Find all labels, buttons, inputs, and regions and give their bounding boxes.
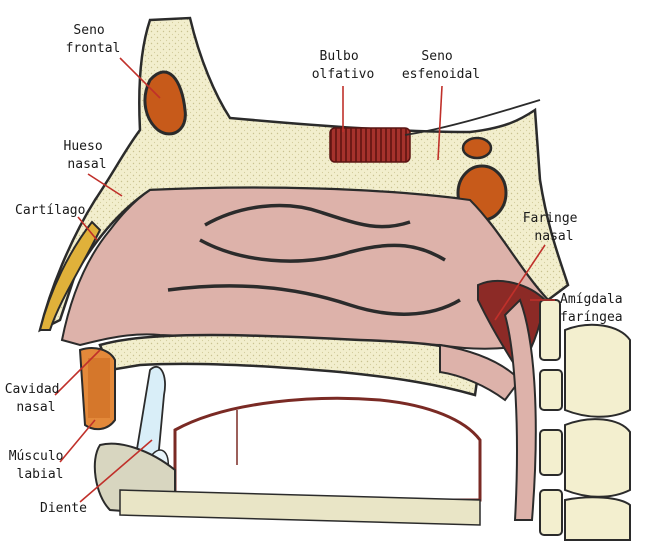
label-amigdala-faringea: Amígdala faríngea	[560, 292, 630, 325]
vertebra-4	[565, 497, 630, 540]
sphenoidal-sinus-upper	[463, 138, 491, 158]
label-diente: Diente	[40, 501, 87, 516]
labial-muscle-fibers	[88, 358, 110, 418]
vertebra-2	[565, 325, 630, 417]
label-bulbo-olfativo: Bulbo olfativo	[312, 49, 375, 82]
label-seno-frontal: Seno frontal	[66, 23, 121, 56]
vertebra-left-1	[540, 370, 562, 410]
label-musculo-labial: Músculo labial	[9, 449, 72, 482]
vertebra-1	[540, 300, 560, 360]
label-seno-esfenoidal: Seno esfenoidal	[402, 49, 480, 82]
tongue	[175, 398, 480, 500]
cervical-vertebrae	[540, 300, 630, 540]
label-cavidad-nasal: Cavidad nasal	[5, 382, 68, 415]
label-cartilago: Cartílago	[15, 203, 85, 218]
vertebra-3	[565, 419, 630, 497]
olfactory-bulb	[330, 128, 410, 162]
vertebra-left-3	[540, 490, 562, 535]
vertebra-left-2	[540, 430, 562, 475]
label-hueso-nasal: Hueso nasal	[64, 139, 111, 172]
nasal-cavity-tissue	[62, 188, 548, 349]
